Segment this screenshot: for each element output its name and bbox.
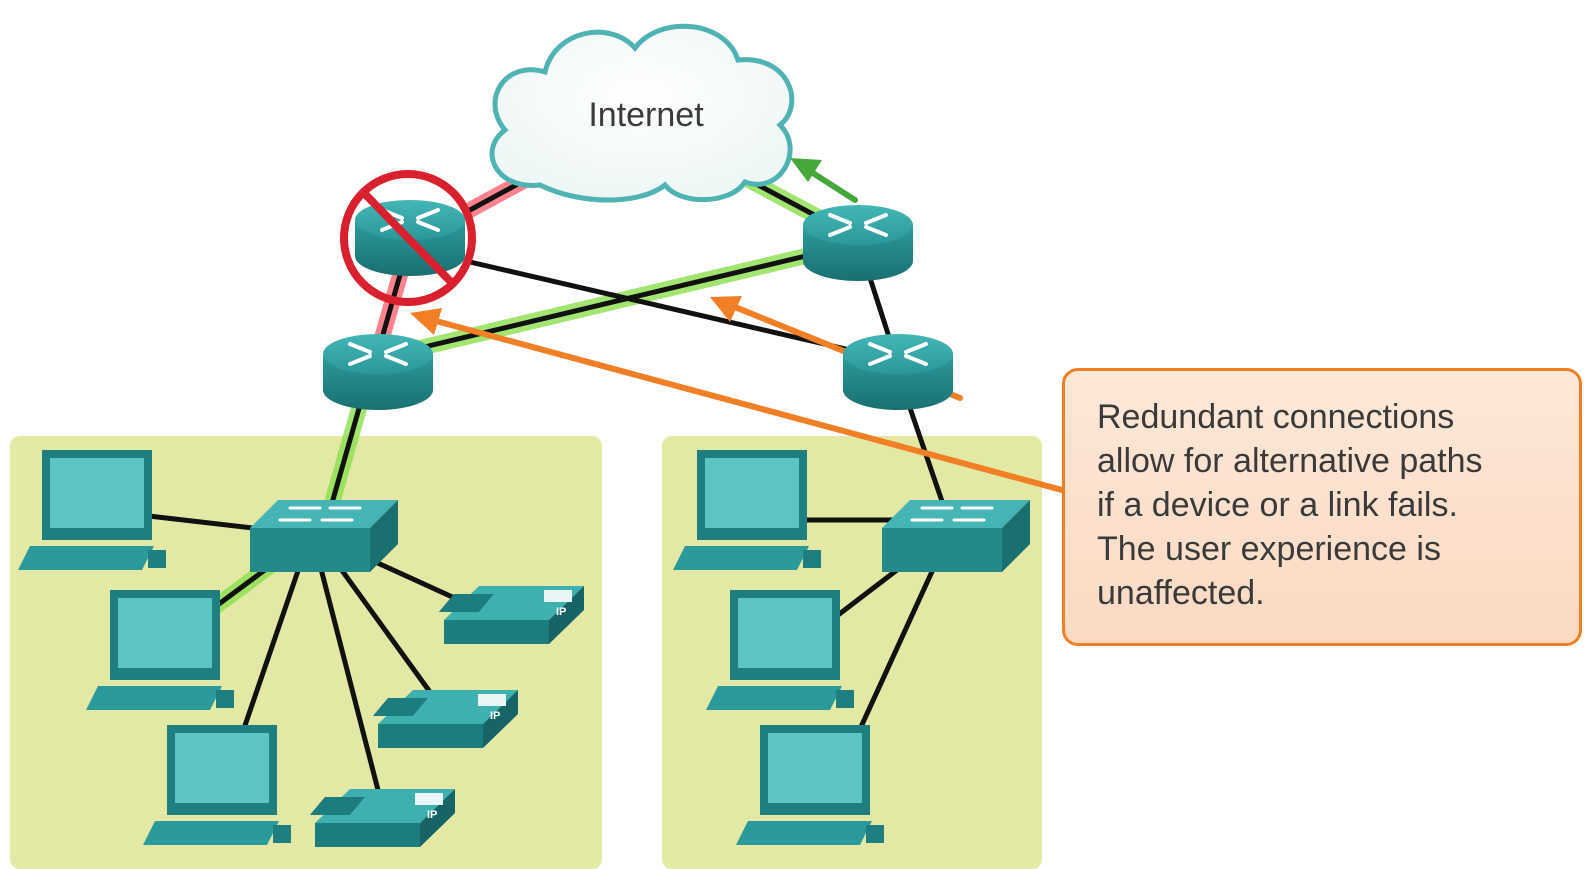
pc-left-1	[18, 450, 166, 570]
callout-line-2: allow for alternative paths	[1097, 442, 1483, 480]
pc-left-2	[86, 590, 234, 710]
router-mid-right	[843, 334, 953, 410]
switch-right	[882, 500, 1030, 572]
link-router-left-router-mid-left	[377, 272, 403, 348]
arrowhead-short	[710, 296, 742, 322]
ip-badge: IP	[427, 809, 437, 821]
pc-right-2	[706, 590, 854, 710]
ip-badge: IP	[490, 710, 500, 722]
switch-left	[250, 500, 398, 572]
router-top-right	[803, 205, 913, 281]
link-router-mid-left-switch-left	[327, 402, 363, 513]
ip-badge: IP	[556, 606, 566, 618]
link-router-right-router-mid-right	[867, 275, 893, 343]
router-failed	[355, 200, 465, 276]
ip-phone-1: IP	[438, 586, 584, 644]
callout-line-5: unaffected.	[1097, 574, 1265, 612]
traffic-arrow	[790, 158, 858, 203]
arrowhead-long	[410, 308, 442, 335]
callout-line-4: The user experience is	[1097, 530, 1441, 568]
ip-phone-3: IP	[309, 789, 455, 847]
callout-box: Redundant connections allow for alternat…	[1062, 368, 1582, 646]
callout-arrowheads	[410, 296, 742, 335]
callout-line-1: Redundant connections	[1097, 398, 1455, 436]
callout-line-3: if a device or a link fails.	[1097, 486, 1458, 524]
router-mid-left	[323, 334, 433, 410]
link-router-left-router-mid-right	[467, 259, 853, 353]
callout-arrow-long	[422, 315, 1065, 493]
left-site-zone	[10, 436, 602, 869]
pc-right-1	[673, 450, 821, 570]
pc-left-3	[143, 725, 291, 845]
internet-cloud: Internet	[489, 23, 795, 203]
ip-phone-2: IP	[372, 690, 518, 748]
failure-mark-icon	[340, 170, 476, 306]
link-router-mid-right-switch-right	[907, 405, 948, 513]
cloud-label: Internet	[588, 96, 704, 134]
pc-right-3	[736, 725, 884, 845]
